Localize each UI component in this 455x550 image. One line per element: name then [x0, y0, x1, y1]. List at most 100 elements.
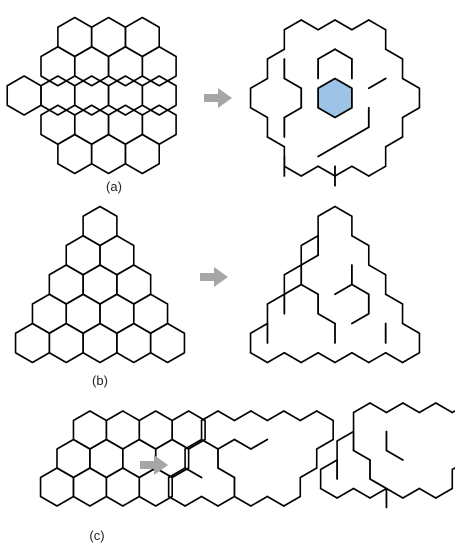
path-divider-edge	[384, 351, 404, 364]
path-divider-edge	[385, 449, 404, 461]
path-divider-edge	[167, 467, 186, 479]
hexagon-cell	[73, 45, 110, 87]
path-divider-edge	[418, 402, 437, 414]
path-divider-edge	[384, 293, 404, 305]
path-divider-edge	[317, 145, 336, 158]
hexagon-cell	[65, 293, 101, 335]
path-divider-edge	[319, 487, 338, 499]
hexagon-cell	[141, 75, 177, 116]
path-divider-edge	[283, 19, 303, 31]
path-divider-edge	[315, 410, 334, 422]
path-divider-edge	[266, 293, 286, 305]
path-divider-edge	[249, 322, 269, 335]
path-divider-edge	[352, 487, 371, 499]
panel-c-path-variant-2	[319, 402, 455, 509]
path-divider-edge	[334, 205, 353, 218]
path-divider-edge	[233, 438, 252, 450]
path-divider-edge	[200, 410, 219, 422]
path-divider-edge	[300, 19, 319, 31]
path-divider-edge	[217, 438, 236, 450]
panel-c-hex-parallelogram	[39, 410, 206, 507]
hexagon-cell	[107, 75, 144, 116]
path-divider-edge	[283, 495, 302, 507]
path-divider-edge	[351, 165, 370, 177]
hexagon-cell	[56, 438, 91, 479]
path-divider-edge	[300, 254, 320, 266]
hexagon-cell	[72, 410, 108, 450]
hexagon-cell	[154, 438, 190, 479]
path-divider-edge	[369, 402, 388, 414]
panel-b-hex-triangle	[14, 205, 186, 364]
path-divider-edge	[300, 234, 319, 247]
path-divider-edge	[167, 495, 186, 507]
path-divider-edge	[350, 126, 370, 138]
hexagon-cell	[6, 75, 42, 116]
hexagon-cell	[105, 467, 141, 507]
path-divider-edge	[401, 106, 421, 119]
path-divider-edge	[401, 322, 421, 335]
path-divider-edge	[384, 48, 404, 60]
path-divider-edge	[184, 495, 203, 507]
path-divider-edge	[317, 205, 336, 218]
hexagon-cell	[40, 75, 76, 116]
path-divider-edge	[217, 410, 236, 422]
path-divider-edge	[334, 19, 353, 31]
path-divider-edge	[317, 165, 336, 177]
hexagon-cell	[31, 293, 68, 335]
hexagon-cell	[171, 410, 206, 450]
hexagon-cell	[14, 322, 51, 364]
hexagon-cell	[39, 467, 75, 507]
path-divider-edge	[336, 487, 355, 499]
path-divider-edge	[351, 234, 370, 247]
hexagon-cell	[116, 322, 152, 364]
path-divider-edge	[250, 410, 269, 422]
path-divider-edge	[200, 438, 219, 450]
path-divider-edge	[233, 495, 252, 507]
panel-b-triangle-path	[249, 205, 421, 364]
path-divider-edge	[250, 495, 269, 507]
path-divider-edge	[317, 312, 336, 325]
path-divider-edge	[435, 487, 454, 499]
hexagon-cell	[90, 133, 127, 175]
path-divider-edge	[319, 459, 338, 471]
hexagon-cell	[149, 322, 186, 364]
hexagon-cell	[57, 16, 93, 58]
hexagon-cell	[72, 467, 108, 507]
path-divider-edge	[334, 48, 353, 60]
path-divider-edge	[418, 487, 437, 499]
path-divider-edge	[300, 351, 319, 364]
panel-a-arrow	[204, 88, 232, 108]
path-divider-edge	[315, 438, 334, 450]
path-divider-edge	[334, 283, 353, 296]
hexagon-cell	[40, 45, 76, 87]
hexagon-cell	[65, 234, 101, 276]
path-divider-edge	[250, 438, 269, 450]
panel-b-label: (b)	[92, 373, 108, 388]
hexagon-cell	[40, 104, 76, 146]
path-divider-edge	[351, 19, 370, 31]
path-divider-edge	[367, 77, 387, 90]
path-divider-edge	[283, 106, 303, 119]
path-divider-edge	[401, 351, 421, 364]
path-divider-edge	[217, 495, 236, 507]
path-divider-edge	[367, 19, 387, 31]
path-divider-edge	[200, 495, 219, 507]
hexagon-cell	[82, 322, 118, 364]
path-divider-edge	[283, 165, 303, 177]
path-divider-edge	[300, 283, 320, 296]
path-divider-edge	[435, 402, 454, 414]
hexagon-cell	[90, 16, 127, 58]
hexagon-cell	[132, 293, 169, 335]
panel-a-label: (a)	[106, 179, 122, 194]
path-divider-edge	[249, 351, 269, 364]
hexagon-cell	[99, 234, 135, 276]
path-divider-edge	[249, 77, 269, 90]
hexagon-cell	[138, 410, 173, 450]
hexagon-cell	[107, 104, 144, 146]
path-divider-edge	[317, 48, 336, 60]
highlighted-center-hexagon	[317, 77, 353, 119]
path-divider-edge	[402, 487, 421, 499]
hexagon-cell	[48, 322, 84, 364]
path-divider-edge	[352, 449, 371, 461]
panel-a-hex-grid	[6, 16, 177, 175]
